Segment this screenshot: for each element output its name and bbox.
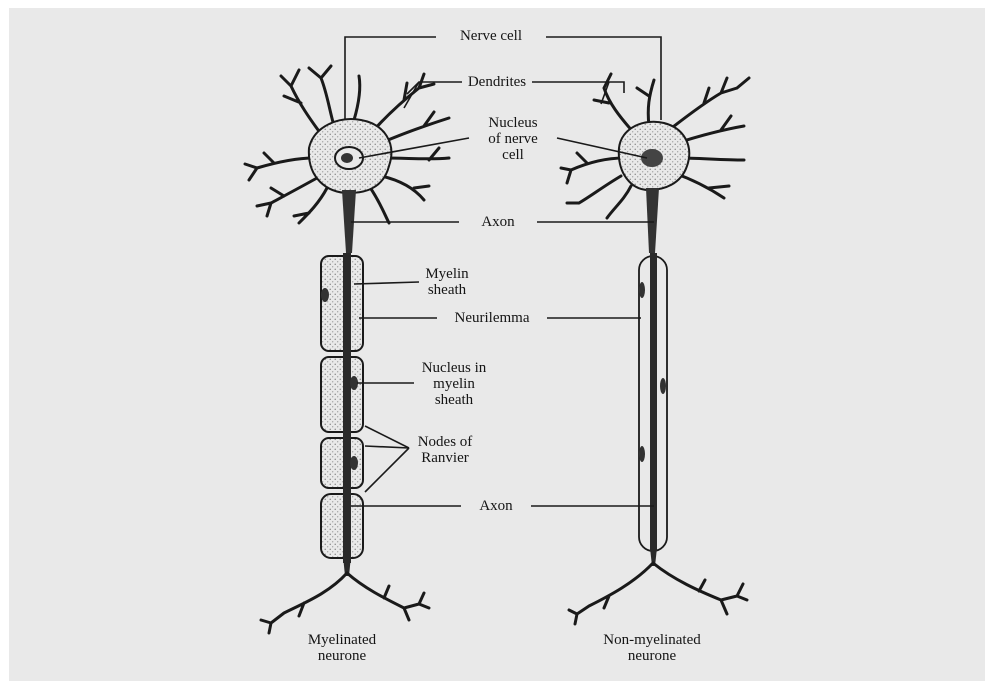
label-nodes-line-2: Ranvier — [407, 450, 483, 466]
label-nodes-of-ranvier: Nodes of Ranvier — [407, 434, 483, 466]
neurone-diagram — [9, 8, 985, 681]
label-axon-bottom: Axon — [461, 498, 531, 514]
label-nodes-line-1: Nodes of — [407, 434, 483, 450]
label-myelin-line-2: sheath — [414, 282, 480, 298]
label-nim-line-1: Nucleus in — [409, 360, 499, 376]
myelinated-neurone — [245, 66, 449, 633]
label-nim-line-2: myelin — [409, 376, 499, 392]
label-myelin-line-1: Myelin — [414, 266, 480, 282]
caption-nonmyelinated-line-1: Non-myelinated — [587, 632, 717, 648]
myelin-sheath — [321, 256, 363, 558]
label-neurilemma: Neurilemma — [437, 310, 547, 326]
label-nerve-cell: Nerve cell — [436, 28, 546, 44]
caption-myelinated-line-1: Myelinated — [287, 632, 397, 648]
caption-non-myelinated-neurone: Non-myelinated neurone — [587, 632, 717, 664]
label-nucleus-of-nerve-cell: Nucleus of nerve cell — [467, 115, 559, 163]
label-nucleus-line-2: of nerve — [467, 131, 559, 147]
label-nucleus-line-3: cell — [467, 147, 559, 163]
caption-myelinated-neurone: Myelinated neurone — [287, 632, 397, 664]
label-dendrites: Dendrites — [459, 74, 535, 90]
non-myelinated-neurone — [561, 74, 749, 624]
label-axon-top: Axon — [459, 214, 537, 230]
caption-nonmyelinated-line-2: neurone — [587, 648, 717, 664]
diagram-frame: Nerve cell Dendrites Nucleus of nerve ce… — [9, 8, 985, 681]
label-myelin-sheath: Myelin sheath — [414, 266, 480, 298]
label-nucleus-in-myelin-sheath: Nucleus in myelin sheath — [409, 360, 499, 408]
left-axon-terminals — [261, 573, 429, 633]
label-nim-line-3: sheath — [409, 392, 499, 408]
caption-myelinated-line-2: neurone — [287, 648, 397, 664]
label-nucleus-line-1: Nucleus — [467, 115, 559, 131]
right-axon-terminals — [569, 563, 747, 624]
